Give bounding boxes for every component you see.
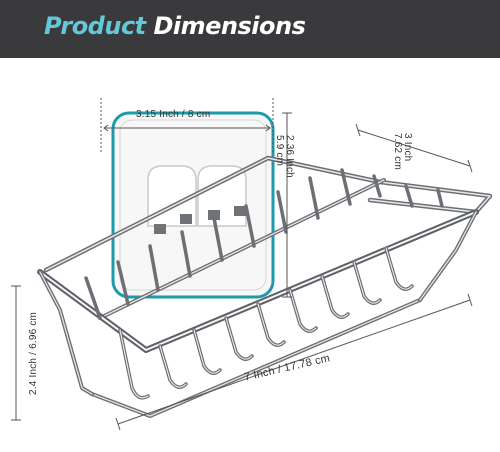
page-title: Product Dimensions xyxy=(44,12,306,40)
adhesive-hook xyxy=(111,111,275,299)
hook-height-label: 2.36 Inch 5.9 cm xyxy=(274,135,295,178)
hook-width-label: 3.15 Inch / 8 cm xyxy=(136,109,211,120)
wire-basket xyxy=(37,155,493,418)
header-bar: Product Dimensions xyxy=(0,0,500,58)
depth-label: 3 Inch 7.62 cm xyxy=(392,133,413,170)
title-main: Dimensions xyxy=(153,12,306,40)
dimension-lines xyxy=(11,98,473,431)
height-label: 2.4 Inch / 6.96 cm xyxy=(28,311,39,395)
product-illustration xyxy=(11,98,493,431)
title-accent: Product xyxy=(44,12,146,40)
